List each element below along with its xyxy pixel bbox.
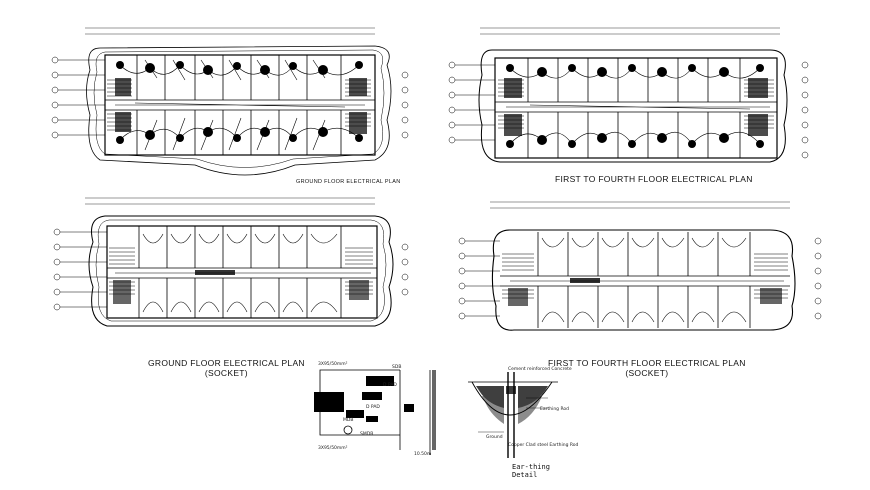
cable-label-bottom: 3X95/50mm²: [318, 446, 348, 451]
upper-floor-lighting-plan: [448, 27, 809, 163]
schematic-label-d: SMDB: [360, 432, 374, 437]
earthing-note-4: Ground: [486, 435, 503, 440]
earthing-detail-title: Ear-thing Detail: [512, 463, 550, 479]
earthing-title-line1: Ear-thing: [512, 463, 550, 471]
earthing-title-line2: Detail: [512, 471, 538, 479]
upper-floor-socket-plan: [458, 201, 822, 331]
plan3-caption: GROUND FLOOR ELECTRICAL PLAN (SOCKET): [148, 358, 305, 378]
schematic-label-e: SDB: [392, 365, 402, 370]
schematic-label-a: D PAD: [383, 383, 397, 388]
schematic-label-b: D PAD: [366, 405, 380, 410]
plan4-caption-line2: (SOCKET): [625, 368, 669, 378]
plan3-caption-line1: GROUND FLOOR ELECTRICAL PLAN: [148, 358, 305, 368]
schematic-label-f: 10.50m: [414, 452, 432, 457]
earthing-note-3: Copper Clad steel Earthing Rod: [508, 443, 579, 448]
earthing-detail-drawing: [468, 372, 558, 458]
plan4-caption-line1: FIRST TO FOURTH FLOOR ELECTRICAL PLAN: [548, 358, 746, 368]
ground-floor-socket-plan: [53, 197, 409, 327]
plan4-caption: FIRST TO FOURTH FLOOR ELECTRICAL PLAN (S…: [548, 358, 746, 378]
earthing-note-2: Earthing Rod: [540, 407, 569, 412]
schematic-label-c: MDB: [343, 418, 354, 423]
ground-floor-lighting-plan: [51, 27, 409, 176]
plan2-caption: FIRST TO FOURTH FLOOR ELECTRICAL PLAN: [555, 174, 753, 184]
earthing-note-1: Cement reinforced Concrete: [508, 367, 572, 372]
cable-label-top: 3X95/50mm²: [318, 362, 348, 367]
plan1-caption: GROUND FLOOR ELECTRICAL PLAN: [296, 179, 401, 185]
single-line-schematic: [314, 369, 436, 455]
plan3-caption-line2: (SOCKET): [204, 368, 248, 378]
